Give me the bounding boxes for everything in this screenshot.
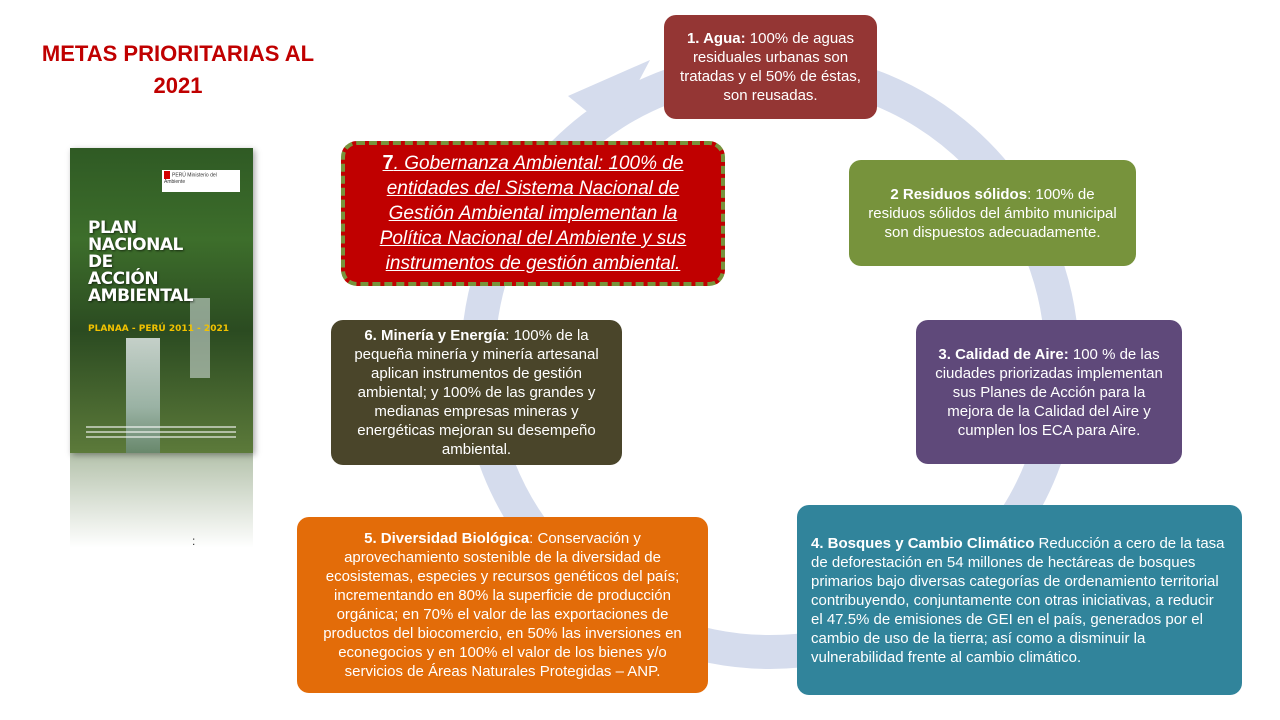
- goal-solid-waste: 2 Residuos sólidos: 100% de residuos sól…: [849, 160, 1136, 266]
- cover-fineprint: [86, 426, 236, 440]
- goal-heading: 3. Calidad de Aire:: [938, 345, 1069, 363]
- goal-end: .: [675, 253, 681, 274]
- plan-cover-image: PERÚ Ministerio del Ambiente PLAN NACION…: [70, 148, 253, 548]
- goal-heading: 6. Minería y Energía: [364, 327, 506, 344]
- goal-heading: 5. Diversidad Biológica: [364, 530, 530, 547]
- ministry-logo: PERÚ Ministerio del Ambiente: [162, 170, 240, 192]
- goal-text: : Conservación y aprovechamiento sosteni…: [323, 530, 682, 680]
- goal-governance: 7. Gobernanza Ambiental: 100% de entidad…: [341, 141, 725, 286]
- goal-text: 100 % de las ciudades priorizadas implem…: [935, 345, 1163, 439]
- goal-forests-climate: 4. Bosques y Cambio Climático Reducción …: [797, 505, 1242, 695]
- cover-title: PLAN NACIONAL DE ACCIÓN AMBIENTAL: [88, 218, 193, 306]
- goal-water: 1. Agua: 100% de aguas residuales urbana…: [664, 15, 877, 119]
- cycle-arrowhead-icon: [568, 60, 650, 132]
- colon-mark: :: [192, 534, 196, 548]
- goal-number: 7: [382, 152, 394, 174]
- goal-text: . Gobernanza Ambiental: 100% de entidade…: [379, 153, 687, 274]
- cover-subtitle: PLANAA - PERÚ 2011 - 2021: [88, 324, 229, 334]
- goal-text: 100% de aguas residuales urbanas son tra…: [680, 30, 861, 104]
- page-title: METAS PRIORITARIAS AL 2021: [41, 41, 315, 98]
- goal-text: Reducción a cero de la tasa de deforesta…: [811, 534, 1225, 666]
- goal-mining-energy: 6. Minería y Energía: 100% de la pequeña…: [331, 320, 622, 465]
- goal-heading: 1. Agua:: [686, 30, 746, 47]
- goal-text: : 100% de la pequeña minería y minería a…: [354, 327, 599, 458]
- goal-heading: 2 Residuos sólidos: [890, 185, 1028, 203]
- goal-biodiversity: 5. Diversidad Biológica: Conservación y …: [297, 517, 708, 693]
- goal-heading: 4. Bosques y Cambio Climático: [811, 534, 1035, 552]
- goal-text: : 100% de residuos sólidos del ámbito mu…: [868, 185, 1117, 241]
- goal-air-quality: 3. Calidad de Aire: 100 % de las ciudade…: [916, 320, 1182, 464]
- cover-reflection: [70, 453, 253, 548]
